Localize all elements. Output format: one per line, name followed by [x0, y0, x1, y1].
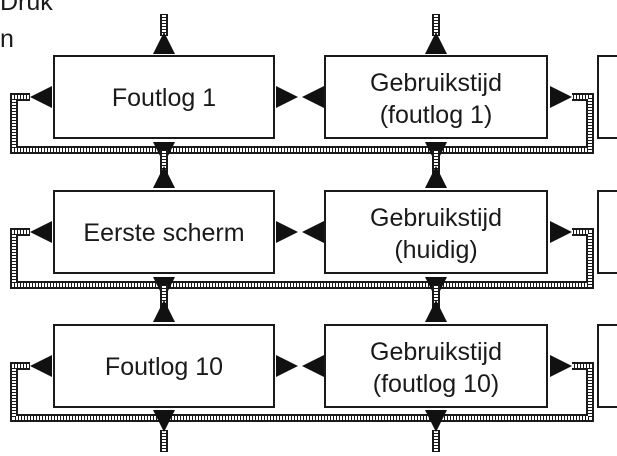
box-cut-right-row-3	[597, 324, 617, 408]
box-gebruikstijd-foutlog-1-label-line-1: Gebruikstijd	[370, 69, 502, 97]
arrow-up-top-left	[153, 32, 175, 54]
arrow-right-mid-row-1	[276, 86, 298, 108]
header-fragment-line-2: n	[0, 25, 14, 53]
arrow-left-mid-row-1	[302, 86, 324, 108]
arrow-up-top-right	[425, 32, 447, 54]
arrow-up-right-1	[425, 166, 447, 188]
arrow-left-row-2	[30, 221, 52, 243]
arrow-right-out-row-3	[550, 355, 572, 377]
arrow-down-right-row-3	[425, 410, 447, 432]
arrow-right-mid-row-2	[276, 221, 298, 243]
box-foutlog-1: Foutlog 1	[53, 55, 275, 139]
arrow-up-right-2	[425, 300, 447, 322]
box-gebruikstijd-foutlog-10-label-line-1: Gebruikstijd	[370, 338, 502, 366]
box-gebruikstijd-foutlog-1-label-line-2: (foutlog 1)	[380, 101, 493, 129]
arrow-right-mid-row-3	[276, 355, 298, 377]
rail-loop-row-1	[10, 93, 594, 154]
box-gebruikstijd-huidig-label-line-1: Gebruikstijd	[370, 204, 502, 232]
box-cut-right-row-2	[597, 190, 617, 274]
box-foutlog-10-label: Foutlog 10	[105, 353, 223, 381]
arrow-left-row-1	[30, 86, 52, 108]
rail-loop-row-3	[10, 362, 594, 422]
box-foutlog-10: Foutlog 10	[53, 324, 275, 408]
box-foutlog-1-label: Foutlog 1	[112, 84, 216, 112]
box-eerste-scherm: Eerste scherm	[53, 190, 275, 274]
box-gebruikstijd-huidig-label-line-2: (huidig)	[394, 236, 477, 264]
arrow-up-left-1	[153, 166, 175, 188]
box-eerste-scherm-frame	[53, 190, 275, 274]
arrow-left-mid-row-3	[302, 355, 324, 377]
arrow-right-out-row-2	[550, 221, 572, 243]
box-gebruikstijd-huidig-frame	[324, 190, 548, 274]
box-gebruikstijd-huidig: Gebruikstijd (huidig)	[324, 190, 548, 274]
arrow-left-row-3	[30, 355, 52, 377]
box-cut-right-row-1	[597, 55, 617, 139]
box-foutlog-10-frame	[53, 324, 275, 408]
rail-loop-row-2	[10, 228, 594, 289]
header-fragment-line-1: Druk	[0, 0, 53, 16]
box-gebruikstijd-foutlog-1-frame	[324, 55, 548, 139]
arrow-left-mid-row-2	[302, 221, 324, 243]
box-foutlog-1-frame	[53, 55, 275, 139]
box-gebruikstijd-foutlog-1: Gebruikstijd (foutlog 1)	[324, 55, 548, 139]
box-eerste-scherm-label: Eerste scherm	[83, 219, 244, 247]
arrow-up-left-2	[153, 300, 175, 322]
box-gebruikstijd-foutlog-10: Gebruikstijd (foutlog 10)	[324, 324, 548, 408]
box-gebruikstijd-foutlog-10-label-line-2: (foutlog 10)	[373, 370, 499, 398]
arrow-right-out-row-1	[550, 86, 572, 108]
arrow-down-left-row-3	[153, 410, 175, 432]
box-gebruikstijd-foutlog-10-frame	[324, 324, 548, 408]
connector-layer	[10, 14, 594, 452]
